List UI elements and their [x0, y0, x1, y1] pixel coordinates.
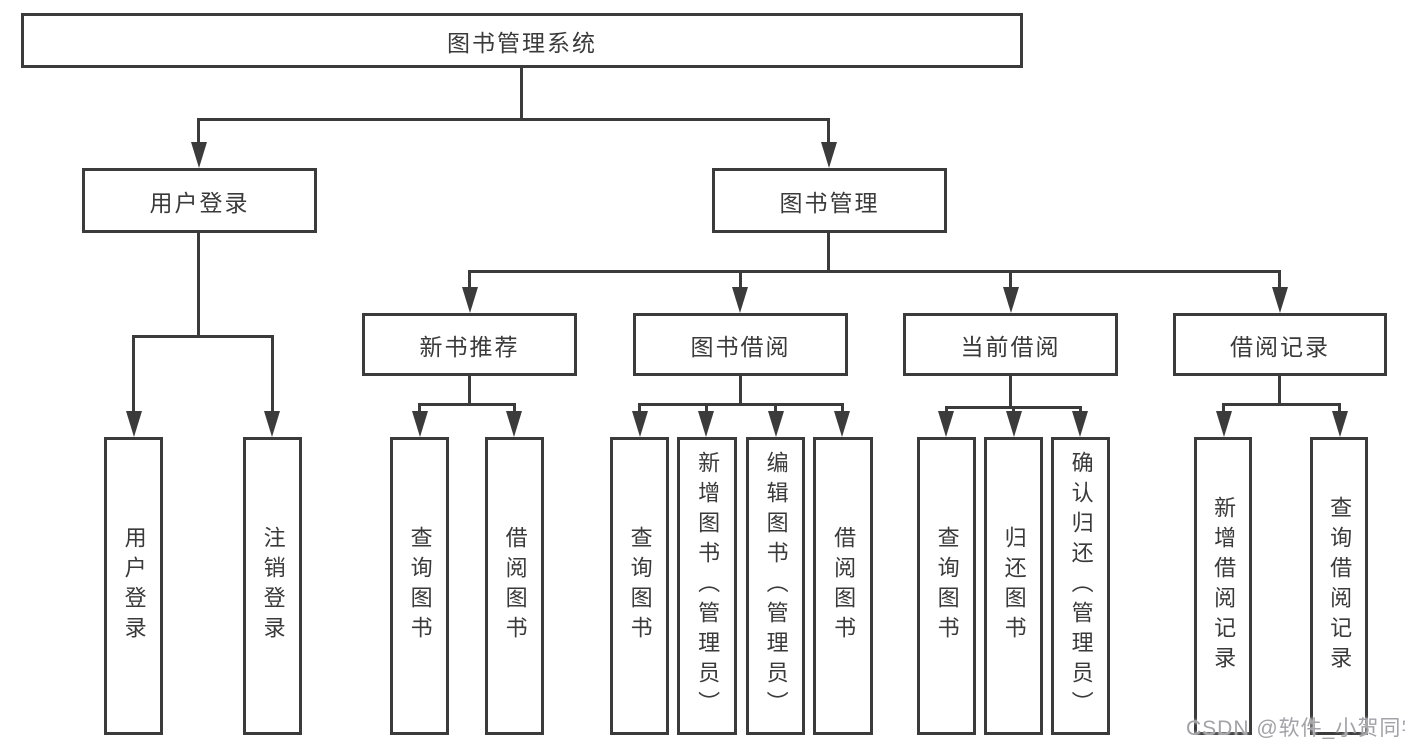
arrowhead-icon	[1003, 287, 1019, 313]
leaf-query-borrow-record-label: 查询借阅记录	[1327, 496, 1353, 676]
leaf-query-borrow-record: 查询借阅记录	[1310, 437, 1368, 735]
connector-line	[132, 335, 273, 338]
leaf-borrow-query: 查询图书	[610, 437, 669, 735]
leaf-newbook-query-label: 查询图书	[407, 526, 433, 646]
arrowhead-icon	[264, 411, 280, 437]
connector-line	[945, 406, 948, 415]
node-user-login: 用户登录	[82, 168, 317, 233]
connector-line	[132, 335, 135, 415]
connector-line	[1079, 406, 1082, 415]
leaf-user-login: 用户登录	[104, 437, 163, 735]
connector-line	[841, 403, 844, 415]
node-book-borrow: 图书借阅	[633, 313, 848, 376]
connector-line	[774, 403, 777, 415]
node-current-borrow-label: 当前借阅	[960, 333, 1061, 360]
connector-line	[1222, 403, 1340, 406]
connector-line	[468, 270, 471, 291]
leaf-return-book: 归还图书	[984, 437, 1043, 735]
arrowhead-icon	[834, 411, 850, 437]
connector-line	[1338, 403, 1341, 415]
connector-line	[827, 118, 830, 146]
leaf-user-login-label: 用户登录	[121, 526, 147, 646]
leaf-return-book-label: 归还图书	[1001, 526, 1027, 646]
leaf-newbook-borrow-label: 借阅图书	[502, 526, 528, 646]
leaf-add-borrow-record: 新增借阅记录	[1194, 437, 1252, 735]
connector-line	[198, 118, 830, 121]
arrowhead-icon	[821, 142, 837, 168]
arrowhead-icon	[412, 411, 428, 437]
arrowhead-icon	[462, 287, 478, 313]
arrowhead-icon	[1272, 287, 1288, 313]
connector-line	[827, 233, 830, 273]
arrowhead-icon	[698, 411, 714, 437]
node-new-book-recommend-label: 新书推荐	[419, 333, 520, 360]
node-new-book-recommend: 新书推荐	[362, 313, 577, 376]
arrowhead-icon	[632, 411, 648, 437]
arrowhead-icon	[506, 411, 522, 437]
node-borrow-record: 借阅记录	[1173, 313, 1387, 376]
connector-line	[1012, 406, 1015, 415]
connector-line	[418, 403, 421, 415]
connector-line	[520, 67, 523, 121]
leaf-borrow-add-admin: 新增图书（管理员）	[677, 437, 737, 735]
connector-line	[418, 403, 515, 406]
leaf-borrow-edit-admin: 编辑图书（管理员）	[746, 437, 805, 735]
connector-line	[705, 403, 708, 415]
connector-line	[1278, 270, 1281, 291]
connector-line	[1222, 403, 1225, 415]
watermark: CSDN @软件_小贺同学	[1186, 717, 1405, 740]
connector-line	[1009, 270, 1012, 291]
node-book-management-label: 图书管理	[779, 189, 880, 216]
leaf-add-borrow-record-label: 新增借阅记录	[1211, 496, 1237, 676]
arrowhead-icon	[1006, 411, 1022, 437]
connector-line	[469, 270, 1281, 273]
connector-line	[638, 403, 641, 415]
connector-line	[197, 233, 200, 338]
leaf-borrow-book-label: 借阅图书	[831, 526, 857, 646]
connector-line	[739, 270, 742, 291]
node-borrow-record-label: 借阅记录	[1230, 333, 1330, 360]
node-book-borrow-label: 图书借阅	[690, 333, 791, 360]
node-root-label: 图书管理系统	[447, 29, 597, 56]
arrowhead-icon	[126, 411, 142, 437]
leaf-borrow-edit-admin-label: 编辑图书（管理员）	[763, 451, 789, 721]
connector-line	[468, 376, 471, 406]
arrowhead-icon	[768, 411, 784, 437]
connector-line	[197, 118, 200, 146]
arrowhead-icon	[1216, 411, 1232, 437]
arrowhead-icon	[732, 287, 748, 313]
node-root: 图书管理系统	[21, 13, 1023, 68]
connector-line	[739, 376, 742, 406]
leaf-logout: 注销登录	[243, 437, 302, 735]
leaf-logout-label: 注销登录	[260, 526, 286, 646]
leaf-newbook-borrow: 借阅图书	[485, 437, 544, 735]
connector-line	[1009, 376, 1012, 409]
connector-line	[513, 403, 516, 415]
leaf-current-query-label: 查询图书	[934, 526, 960, 646]
arrowhead-icon	[191, 142, 207, 168]
node-book-management: 图书管理	[712, 168, 947, 233]
leaf-current-query: 查询图书	[917, 437, 976, 735]
arrowhead-icon	[1332, 411, 1348, 437]
leaf-borrow-book: 借阅图书	[813, 437, 873, 735]
node-user-login-label: 用户登录	[149, 189, 250, 216]
connector-line	[271, 335, 274, 415]
leaf-newbook-query: 查询图书	[390, 437, 449, 735]
leaf-confirm-return-admin-label: 确认归还（管理员）	[1068, 451, 1094, 721]
leaf-borrow-query-label: 查询图书	[627, 526, 653, 646]
connector-line	[638, 403, 843, 406]
arrowhead-icon	[938, 411, 954, 437]
connector-line	[1278, 376, 1281, 406]
leaf-confirm-return-admin: 确认归还（管理员）	[1051, 437, 1110, 735]
arrowhead-icon	[1072, 411, 1088, 437]
node-current-borrow: 当前借阅	[903, 313, 1118, 376]
leaf-borrow-add-admin-label: 新增图书（管理员）	[695, 451, 721, 721]
